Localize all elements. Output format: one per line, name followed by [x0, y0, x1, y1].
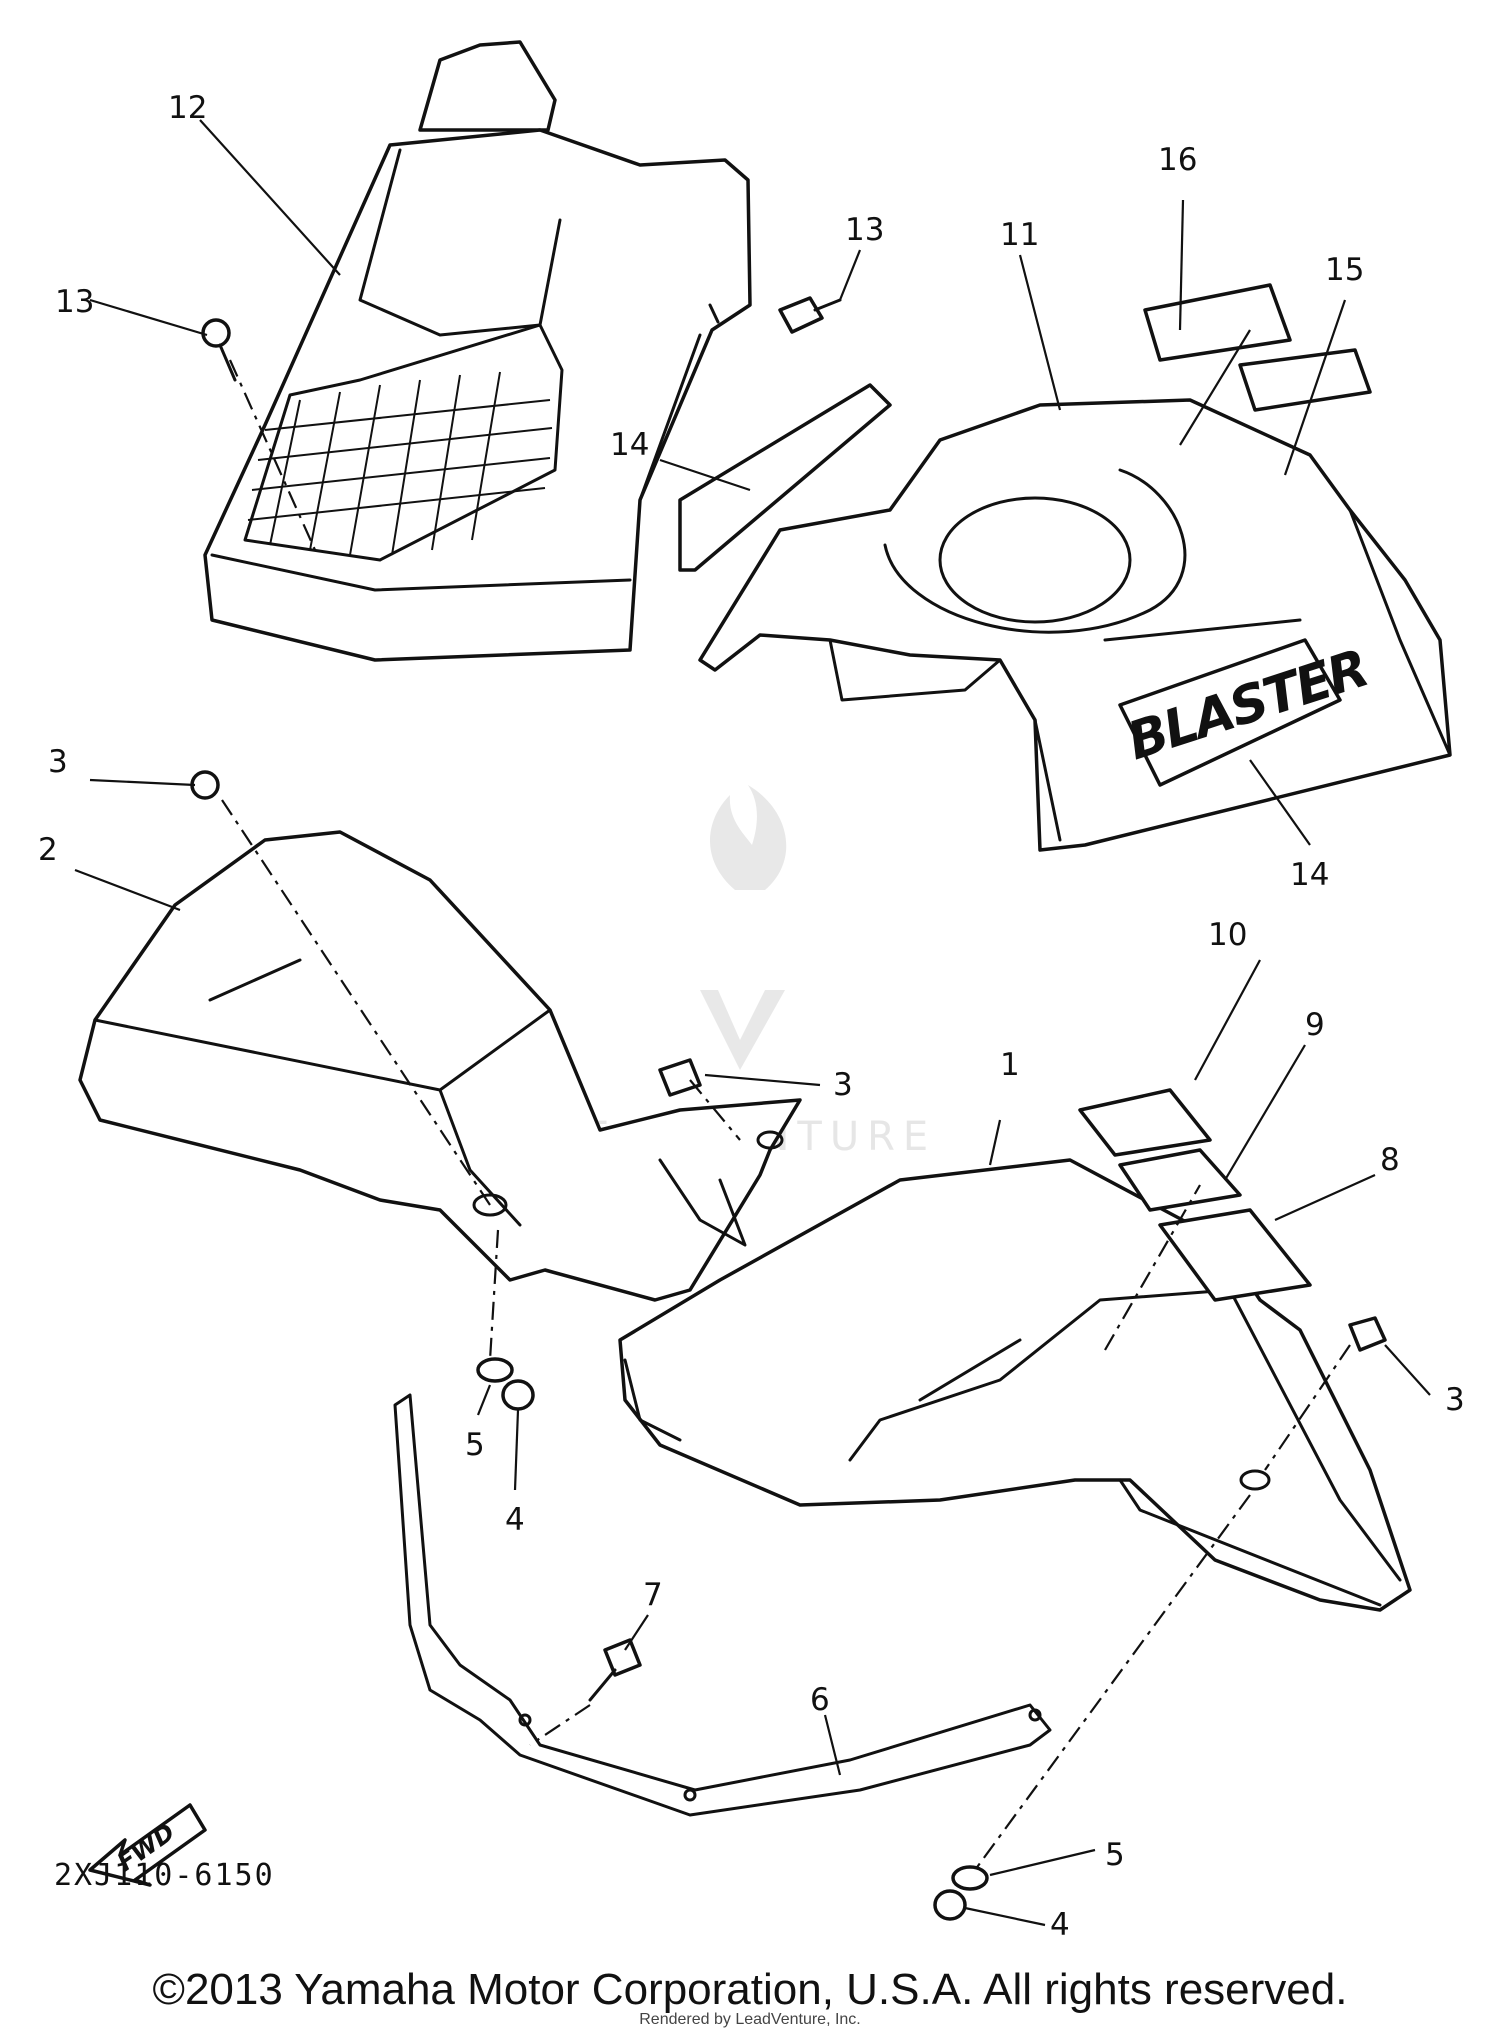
- screw-3-right: [1348, 1316, 1387, 1352]
- washer-5-left: [476, 1357, 514, 1383]
- bolt-7: [588, 1638, 642, 1702]
- leader-lines: [74, 119, 1431, 1927]
- copyright-notice: ©2013 Yamaha Motor Corporation, U.S.A. A…: [152, 1965, 1348, 2014]
- callout-3-mid: 3: [833, 1067, 853, 1103]
- callout-5-right: 5: [1105, 1837, 1125, 1873]
- callout-3-right: 3: [1445, 1382, 1465, 1418]
- callout-labels: 1 2 3 3 3 4 4 5 5 6 7 8 9 10 11 12 13 13…: [38, 90, 1465, 1943]
- grille-mesh: [247, 371, 553, 556]
- callout-5-left: 5: [465, 1427, 485, 1463]
- callout-11: 11: [1000, 217, 1039, 253]
- screw-13-left: [201, 318, 237, 382]
- callout-2: 2: [38, 832, 58, 868]
- decal-10: [1078, 1088, 1212, 1157]
- rendered-by-notice: Rendered by LeadVenture, Inc.: [639, 2011, 861, 2028]
- callout-14-bottom: 14: [1290, 857, 1329, 893]
- callout-3-top: 3: [48, 744, 68, 780]
- callout-8: 8: [1380, 1142, 1400, 1178]
- decal-9: [1118, 1148, 1242, 1212]
- callout-12: 12: [168, 90, 207, 126]
- screw-13-right: [778, 296, 842, 334]
- assembly-lines: [221, 359, 1351, 1871]
- nut-4-left: [501, 1379, 535, 1411]
- callout-4-right: 4: [1050, 1907, 1070, 1943]
- callout-13-right: 13: [845, 212, 884, 248]
- decal-8: [1158, 1208, 1312, 1302]
- part-6-stay: [393, 1393, 1052, 1817]
- part-12-front-panel: [203, 40, 752, 662]
- screw-3-top: [190, 770, 220, 800]
- callout-16: 16: [1158, 142, 1197, 178]
- callout-15: 15: [1325, 252, 1364, 288]
- callout-4-left: 4: [505, 1502, 525, 1538]
- callout-7: 7: [643, 1577, 663, 1613]
- part-11-tank-cover: BLASTER: [698, 398, 1452, 852]
- decal-15: [1238, 348, 1372, 412]
- screw-3-mid: [658, 1058, 702, 1097]
- callout-13-left: 13: [55, 284, 94, 320]
- part-14-side-strip: [678, 383, 892, 572]
- callout-10: 10: [1208, 917, 1247, 953]
- callout-9: 9: [1305, 1007, 1325, 1043]
- diagram-code: 2XJ110-6150: [54, 1858, 275, 1893]
- washer-5-right: [951, 1865, 989, 1891]
- decal-16: [1143, 283, 1292, 362]
- callout-1: 1: [1000, 1047, 1020, 1083]
- part-2-rear-fender: [78, 830, 802, 1302]
- callout-6: 6: [810, 1682, 830, 1718]
- nut-4-right: [933, 1889, 967, 1921]
- callout-14-left: 14: [610, 427, 649, 463]
